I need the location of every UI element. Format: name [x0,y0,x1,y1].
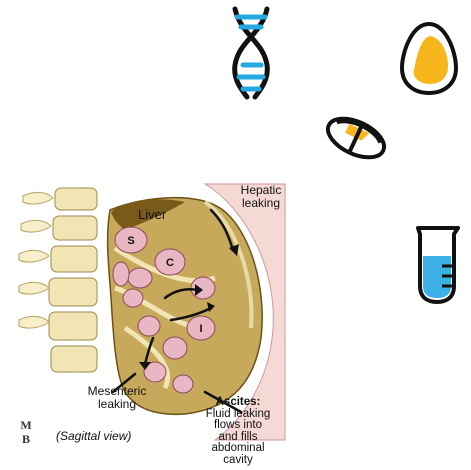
organ-label-c: C [166,257,174,269]
spine [49,188,97,372]
liver-label: Liver [138,208,166,221]
hepatic-leaking-label: Hepatic leaking [226,184,296,210]
egg-icon [398,20,460,96]
pill-icon [322,108,390,168]
dna-icon [221,5,281,100]
mb-logo: M B [18,416,34,450]
test-tube-icon [408,222,466,306]
organ-label-i: I [199,323,202,335]
svg-text:M: M [20,418,31,432]
mesenteric-leaking-label: Mesenteric leaking [76,385,158,411]
svg-text:B: B [22,432,30,446]
organ-label-s: S [127,235,134,247]
ascites-label: Ascites: Fluid leaking flows into and fi… [188,397,288,466]
sagittal-view-label: (Sagittal view) [56,430,131,443]
